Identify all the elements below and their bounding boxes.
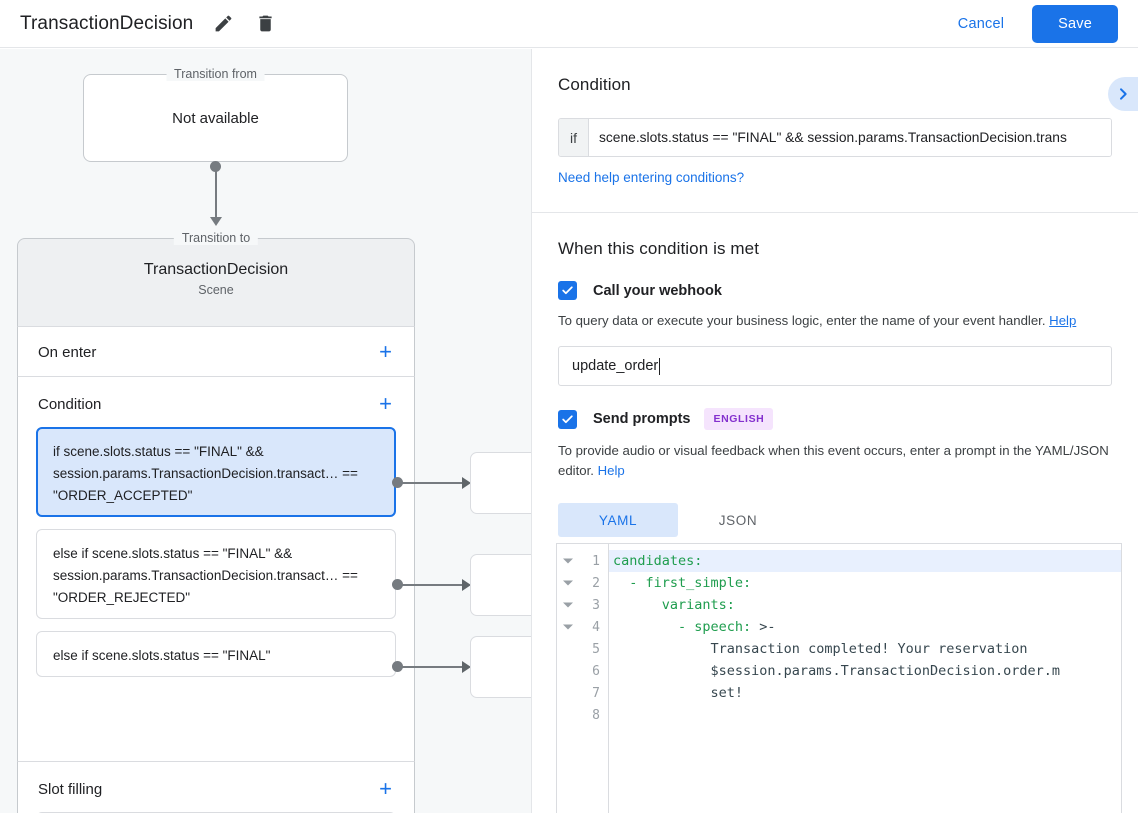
- condition-help-link[interactable]: Need help entering conditions?: [558, 170, 745, 185]
- line-number: 4: [592, 619, 600, 635]
- condition-if-row[interactable]: if scene.slots.status == "FINAL" && sess…: [558, 118, 1112, 157]
- webhook-hint-text: To query data or execute your business l…: [558, 313, 1046, 328]
- line-number: 5: [592, 641, 600, 657]
- code-rest: $session.params.TransactionDecision.orde…: [613, 663, 1061, 679]
- scene-graph-canvas[interactable]: Transition from Not available Transition…: [0, 49, 531, 813]
- editor-gutter: 1 2 3 4 5 6 7 8: [557, 544, 609, 813]
- line-number: 1: [592, 553, 600, 569]
- webhook-help-link[interactable]: Help: [1049, 313, 1077, 328]
- trash-icon[interactable]: [253, 12, 277, 36]
- line-number: 8: [592, 707, 600, 723]
- cancel-button[interactable]: Cancel: [944, 7, 1018, 41]
- code-line-3[interactable]: variants:: [609, 594, 1121, 616]
- gutter-line-5: 5: [557, 638, 608, 660]
- when-condition-met-heading: When this condition is met: [558, 239, 760, 258]
- prompts-checkbox[interactable]: [558, 409, 577, 429]
- code-line-1[interactable]: candidates:: [609, 550, 1121, 572]
- fold-triangle-icon[interactable]: [563, 558, 573, 564]
- prompts-help-link[interactable]: Help: [597, 463, 625, 478]
- section-on-enter[interactable]: On enter +: [17, 326, 415, 376]
- prompts-label: Send prompts: [593, 411, 691, 427]
- webhook-checkbox-row[interactable]: Call your webhook: [558, 281, 1112, 300]
- page-title: TransactionDecision: [20, 12, 194, 34]
- code-rest: Transaction completed! Your reservation: [613, 641, 1028, 657]
- language-badge: ENGLISH: [704, 408, 774, 430]
- code-key: - speech:: [613, 619, 752, 635]
- code-key: - first_simple:: [613, 575, 752, 591]
- connector-line-vertical: [215, 167, 217, 219]
- transition-to-legend: Transition to: [173, 231, 259, 245]
- webhook-label: Call your webhook: [593, 282, 722, 299]
- section-slot-filling[interactable]: Slot filling + Slot validation: [17, 761, 415, 813]
- top-bar: TransactionDecision Cancel Save: [0, 0, 1138, 48]
- code-key: candidates:: [613, 553, 703, 569]
- webhook-handler-value: update_order: [572, 358, 659, 374]
- code-line-6[interactable]: $session.params.TransactionDecision.orde…: [609, 660, 1121, 682]
- line-number: 2: [592, 575, 600, 591]
- gutter-line-6: 6: [557, 660, 608, 682]
- connector-dot-top: [210, 161, 221, 172]
- add-condition-button[interactable]: +: [379, 391, 392, 416]
- section-title-on-enter: On enter: [38, 343, 97, 361]
- code-line-8[interactable]: [609, 704, 1121, 726]
- editor-format-tabs[interactable]: YAML JSON: [558, 503, 1112, 537]
- editor-code-area[interactable]: candidates: - first_simple: variants: - …: [609, 544, 1121, 813]
- gutter-line-2[interactable]: 2: [557, 572, 608, 594]
- gutter-line-1[interactable]: 1: [557, 550, 608, 572]
- transition-to-card[interactable]: Transition to TransactionDecision Scene: [17, 231, 415, 326]
- condition-list-item-2[interactable]: else if scene.slots.status == "FINAL": [36, 631, 396, 677]
- webhook-hint: To query data or execute your business l…: [558, 311, 1112, 331]
- fold-triangle-icon[interactable]: [563, 602, 573, 608]
- transition-from-legend: Transition from: [166, 67, 265, 81]
- code-rest: set!: [613, 685, 744, 701]
- section-condition[interactable]: Condition + if scene.slots.status == "FI…: [17, 376, 415, 761]
- add-slot-filling-button[interactable]: +: [379, 776, 392, 801]
- panel-divider: [532, 212, 1138, 213]
- code-key: variants:: [613, 597, 735, 613]
- add-on-enter-button[interactable]: +: [379, 339, 392, 364]
- code-line-2[interactable]: - first_simple:: [609, 572, 1121, 594]
- condition-list-item-1[interactable]: else if scene.slots.status == "FINAL" &&…: [36, 529, 396, 619]
- code-line-4[interactable]: - speech: >-: [609, 616, 1121, 638]
- condition-list-item-0[interactable]: if scene.slots.status == "FINAL" && sess…: [36, 427, 396, 517]
- code-rest: >-: [751, 619, 776, 635]
- code-line-5[interactable]: Transaction completed! Your reservation: [609, 638, 1121, 660]
- tab-json[interactable]: JSON: [718, 512, 758, 528]
- gutter-line-4[interactable]: 4: [557, 616, 608, 638]
- webhook-checkbox[interactable]: [558, 281, 577, 300]
- condition-section: Condition if scene.slots.status == "FINA…: [532, 49, 1138, 212]
- prompts-hint: To provide audio or visual feedback when…: [558, 441, 1112, 481]
- gutter-line-8: 8: [557, 704, 608, 726]
- save-button[interactable]: Save: [1032, 4, 1118, 43]
- text-caret: [659, 357, 661, 375]
- chevron-right-icon[interactable]: [1108, 77, 1138, 111]
- gutter-line-3[interactable]: 3: [557, 594, 608, 616]
- transition-from-value: Not available: [172, 109, 259, 127]
- when-condition-met-section: When this condition is met Call your web…: [532, 213, 1138, 537]
- connector-arrow-down: [210, 217, 222, 226]
- fold-triangle-icon[interactable]: [563, 580, 573, 586]
- line-number: 6: [592, 663, 600, 679]
- webhook-handler-input[interactable]: update_order: [558, 346, 1112, 386]
- tab-yaml[interactable]: YAML: [558, 503, 678, 537]
- if-prefix-label: if: [559, 119, 589, 156]
- scene-name: TransactionDecision: [143, 261, 289, 278]
- pencil-icon[interactable]: [211, 12, 235, 36]
- transition-from-card[interactable]: Transition from Not available: [83, 67, 348, 162]
- line-number: 7: [592, 685, 600, 701]
- prompts-hint-text: To provide audio or visual feedback when…: [558, 443, 1109, 478]
- section-title-slot-filling: Slot filling: [38, 780, 103, 798]
- fold-triangle-icon[interactable]: [563, 624, 573, 630]
- code-line-7[interactable]: set!: [609, 682, 1121, 704]
- yaml-editor[interactable]: 1 2 3 4 5 6 7 8 candidates: - first_simp…: [556, 543, 1122, 813]
- scene-type: Scene: [198, 283, 234, 297]
- prompts-checkbox-row[interactable]: Send prompts ENGLISH: [558, 408, 1112, 430]
- condition-expression-input[interactable]: scene.slots.status == "FINAL" && session…: [589, 119, 1111, 156]
- gutter-line-7: 7: [557, 682, 608, 704]
- condition-heading: Condition: [558, 75, 631, 94]
- section-title-condition: Condition: [38, 395, 102, 413]
- line-number: 3: [592, 597, 600, 613]
